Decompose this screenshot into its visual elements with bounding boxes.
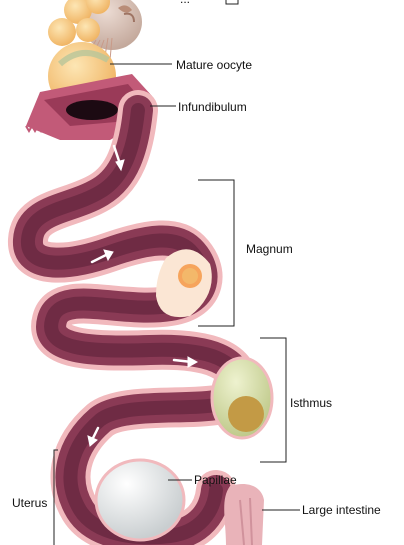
oviduct-tube-core: [21, 103, 247, 545]
papillae-label: Papillae: [194, 473, 237, 487]
uterus-egg: [94, 458, 186, 542]
infundibulum-label: Infundibulum: [178, 100, 247, 114]
top-partial-label: ...: [180, 0, 190, 6]
mature-oocyte-label: Mature oocyte: [176, 58, 253, 72]
arrow-right-3: [172, 356, 199, 368]
uterus-label: Uterus: [12, 496, 48, 510]
arrow-down-4: [87, 426, 100, 447]
arrow-down-1: [112, 144, 125, 172]
leader-lines: [53, 0, 300, 545]
isthmus-label: Isthmus: [290, 396, 333, 410]
magnum-egg: [156, 249, 212, 318]
isthmus-egg: [210, 356, 274, 440]
arrow-right-2: [90, 249, 114, 264]
magnum-label: Magnum: [246, 242, 293, 256]
large-intestine-label: Large intestine: [302, 503, 381, 517]
flow-arrows: [87, 144, 199, 447]
large-intestine-shape: [224, 483, 264, 545]
